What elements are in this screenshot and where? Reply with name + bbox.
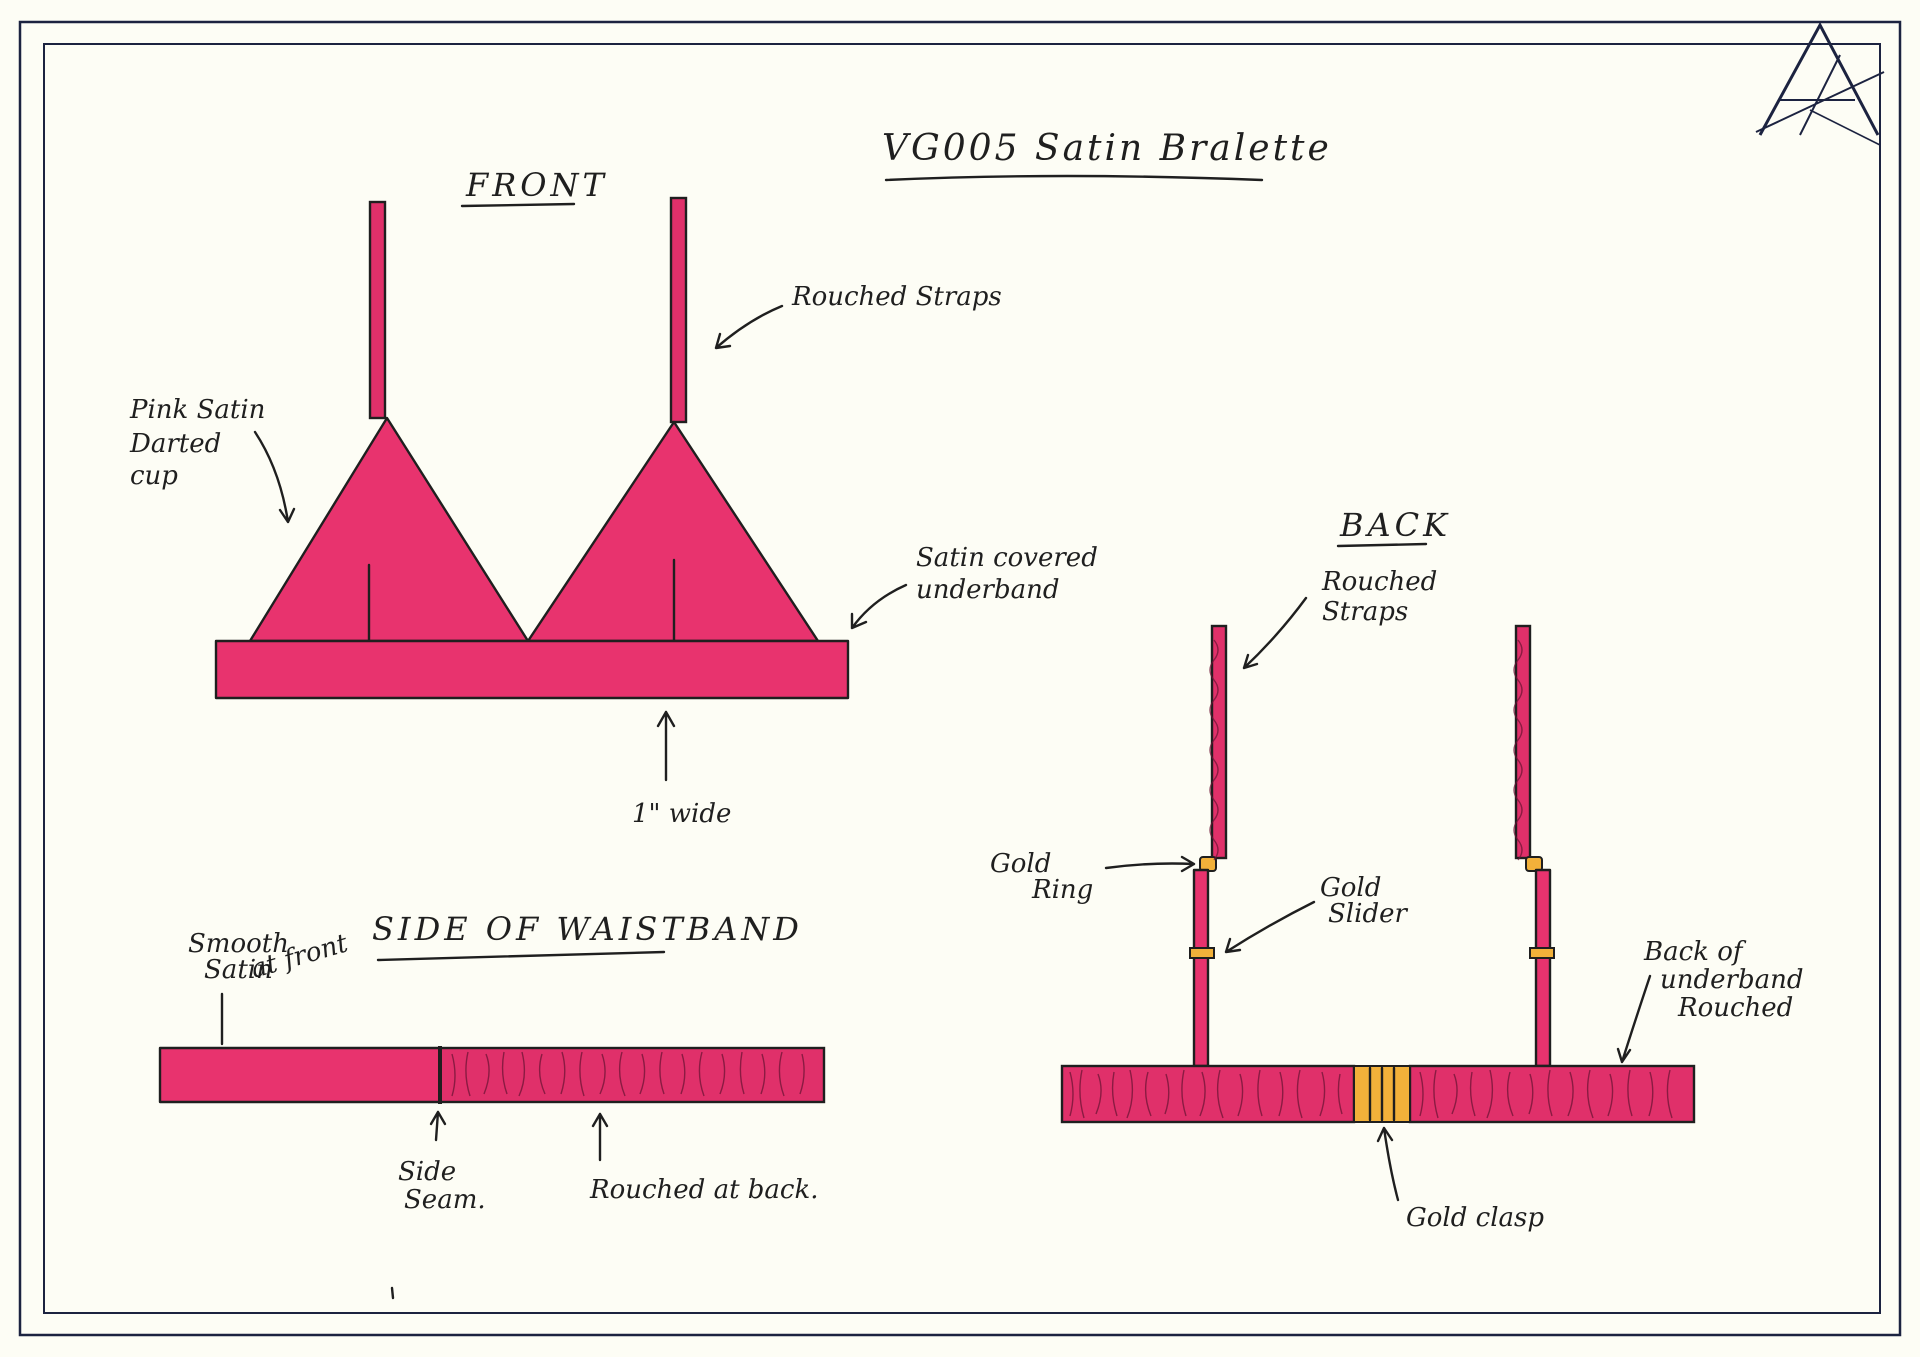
- back-straps-arrow: [1242, 596, 1308, 670]
- rouched-back-arrow: [591, 1112, 609, 1162]
- back-strap-ruching: [1209, 639, 1523, 861]
- back-right-slider: [1529, 947, 1555, 959]
- stray-pencil-mark: [390, 1286, 395, 1300]
- rouched-back-label: Rouched at back.: [589, 1175, 819, 1205]
- front-straps-label: Rouched Straps: [791, 282, 1002, 312]
- front-cup-label-1: Pink Satin: [129, 395, 265, 425]
- brand-logo-icon: [1755, 21, 1885, 146]
- waistband-front-label-1: Smooth: [188, 929, 289, 959]
- front-label-underline: [460, 202, 576, 208]
- gold-slider-label-2: Slider: [1328, 899, 1408, 929]
- back-underband-label-1: Back of: [1643, 937, 1747, 967]
- side-seam-arrow: [429, 1110, 447, 1142]
- front-cup-label-2: Darted: [129, 429, 221, 459]
- back-straps-label-2: Straps: [1322, 597, 1408, 627]
- front-right-strap: [669, 196, 688, 424]
- title-underline: [884, 174, 1264, 182]
- front-underband-label-1: Satin covered: [916, 543, 1098, 573]
- front-left-cup: [248, 416, 530, 643]
- waistband-garment: [158, 1046, 826, 1104]
- back-underband-arrow: [1616, 974, 1652, 1064]
- gold-clasp-bars: [1368, 1066, 1396, 1122]
- front-underband-label-2: underband: [916, 575, 1059, 605]
- back-straps-label-1: Rouched: [1321, 567, 1437, 597]
- front-width-arrow: [656, 710, 676, 782]
- front-straps-arrow: [714, 304, 784, 350]
- outer-frame: [18, 20, 1902, 1337]
- waistband-rouched-back: [438, 1046, 826, 1104]
- front-cup-label-3: cup: [130, 461, 178, 491]
- back-left-slider: [1189, 947, 1215, 959]
- gold-slider-arrow: [1224, 900, 1316, 954]
- waistband-front-label-2: Satin: [204, 955, 273, 985]
- waistband-ruching: [451, 1051, 805, 1097]
- side-seam-label-2: Seam.: [404, 1185, 486, 1215]
- gold-clasp-arrow: [1376, 1126, 1400, 1202]
- front-view-label: FRONT: [465, 166, 608, 204]
- waistband-smooth-front: [158, 1046, 442, 1104]
- back-underband-left: [1060, 1064, 1356, 1124]
- back-right-ring: [1525, 856, 1543, 872]
- gold-ring-label-2: Ring: [1031, 875, 1093, 905]
- back-underband-ruching: [1069, 1069, 1673, 1119]
- side-seam-label-1: Side: [398, 1157, 456, 1187]
- back-left-strap-lower: [1192, 868, 1210, 1068]
- back-underband-label-3: Rouched: [1677, 993, 1793, 1023]
- gold-slider-label-1: Gold: [1320, 873, 1381, 903]
- front-underband: [214, 639, 850, 700]
- sheet-title: VG005 Satin Bralette: [882, 128, 1332, 169]
- back-underband-label-2: underband: [1660, 965, 1803, 995]
- front-cup-arrow: [253, 430, 296, 524]
- front-left-strap: [368, 200, 387, 420]
- gold-ring-label-1: Gold: [990, 849, 1051, 879]
- back-view-label: BACK: [1339, 506, 1451, 544]
- front-underband-arrow: [850, 583, 908, 630]
- waistband-view-label: SIDE OF WAISTBAND: [372, 910, 803, 948]
- back-view-garment: [1060, 624, 1696, 1124]
- waistband-label-underline: [376, 950, 666, 962]
- back-right-strap-lower: [1534, 868, 1552, 1068]
- back-label-underline: [1336, 542, 1428, 548]
- gold-ring-arrow: [1104, 855, 1196, 873]
- front-width-label: 1" wide: [632, 799, 731, 829]
- gold-clasp-label: Gold clasp: [1406, 1203, 1544, 1233]
- inner-frame: [43, 43, 1881, 1314]
- front-view-garment: [214, 196, 850, 700]
